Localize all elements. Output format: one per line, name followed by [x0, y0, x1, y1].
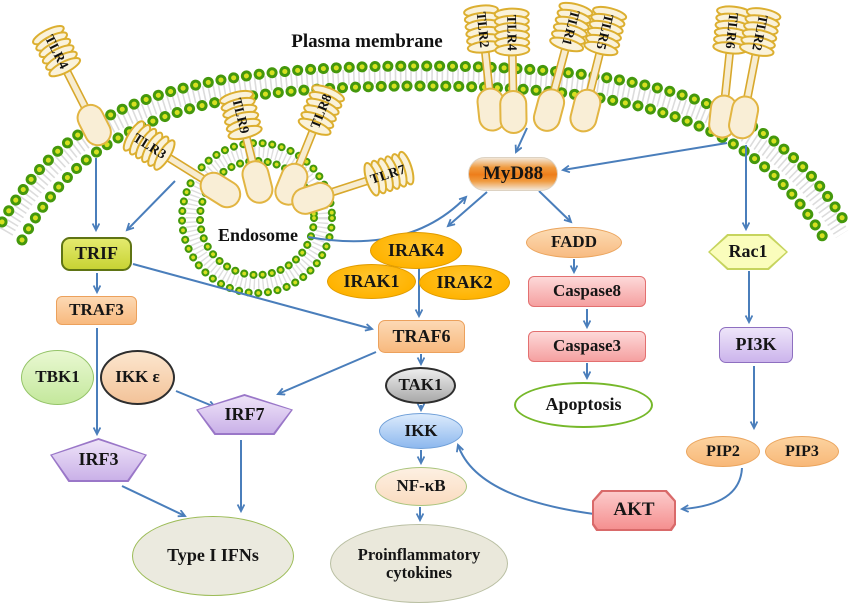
- receptor-tlr4-6: TLR4: [493, 7, 531, 134]
- node-traf6: TRAF6: [378, 320, 465, 353]
- node-caspase8: Caspase8: [528, 276, 646, 307]
- receptor-tlr2-10: TLR2: [728, 7, 782, 140]
- arrow-traf6-to-irf7: [278, 351, 377, 394]
- node-cytokines: Proinflammatory cytokines: [330, 524, 508, 603]
- node-myd88: MyD88: [468, 157, 558, 191]
- arrow-tlr62-to-myd88: [563, 142, 728, 170]
- endosome-label: Endosome: [217, 225, 298, 245]
- arrow-ikke-to-irf7: [175, 390, 215, 407]
- node-apoptosis: Apoptosis: [514, 382, 653, 428]
- node-irf7: IRF7: [196, 394, 293, 435]
- receptor-label: TLR2: [749, 14, 771, 53]
- arrow-tlr24-to-myd88: [516, 127, 528, 152]
- arrow-irf3-to-ifns: [121, 485, 185, 516]
- node-irak2: IRAK2: [419, 265, 510, 300]
- receptor-label: TLR2: [474, 11, 493, 49]
- node-tbk1: TBK1: [21, 350, 94, 405]
- plasma-membrane: [0, 60, 851, 248]
- node-nfkb: NF-κB: [375, 467, 467, 506]
- node-irak1: IRAK1: [327, 264, 416, 299]
- node-irak4: IRAK4: [370, 232, 462, 269]
- receptor-tlr2-5: TLR2: [463, 4, 507, 132]
- receptor-label: TLR6: [723, 12, 742, 50]
- receptor-label: TLR4: [504, 15, 520, 52]
- node-pi3k: PI3K: [719, 327, 793, 363]
- node-trif: TRIF: [61, 237, 132, 271]
- arrow-akt-to-ikk: [458, 445, 595, 515]
- arrow-pip2-to-akt: [682, 467, 743, 509]
- arrow-myd88-to-irak4: [448, 191, 488, 226]
- receptor-tlr1-7: TLR1: [532, 1, 594, 132]
- receptor-tlr3-1: TLR3: [122, 120, 242, 209]
- node-akt: AKT: [592, 490, 676, 531]
- node-rac1: Rac1: [708, 234, 788, 270]
- node-fadd: FADD: [526, 227, 622, 258]
- receptor-tlr4-0: TLR4: [32, 24, 112, 147]
- receptor-tlr7-4: TLR7: [291, 150, 415, 215]
- arrow-tlr3-to-trif: [127, 180, 176, 230]
- node-pip3: PIP3: [765, 436, 839, 467]
- plasma-membrane-label: Plasma membrane: [291, 31, 443, 52]
- arrow-myd88-to-fadd: [538, 190, 571, 222]
- node-traf3: TRAF3: [56, 296, 137, 325]
- node-tak1: TAK1: [385, 367, 456, 404]
- node-pip2: PIP2: [686, 436, 760, 467]
- receptor-tlr8-3: TLR8: [274, 84, 346, 206]
- node-type-i-ifns: Type I IFNs: [132, 516, 294, 596]
- node-irf3: IRF3: [50, 438, 147, 482]
- arrow-trif-to-traf6: [132, 263, 372, 329]
- receptor-tlr9-2: TLR9: [218, 89, 274, 204]
- receptor-tlr5-8: TLR5: [569, 5, 628, 133]
- node-caspase3: Caspase3: [528, 331, 646, 362]
- node-ikk: IKK: [379, 413, 463, 449]
- node-ikk-epsilon: IKK ε: [100, 350, 175, 405]
